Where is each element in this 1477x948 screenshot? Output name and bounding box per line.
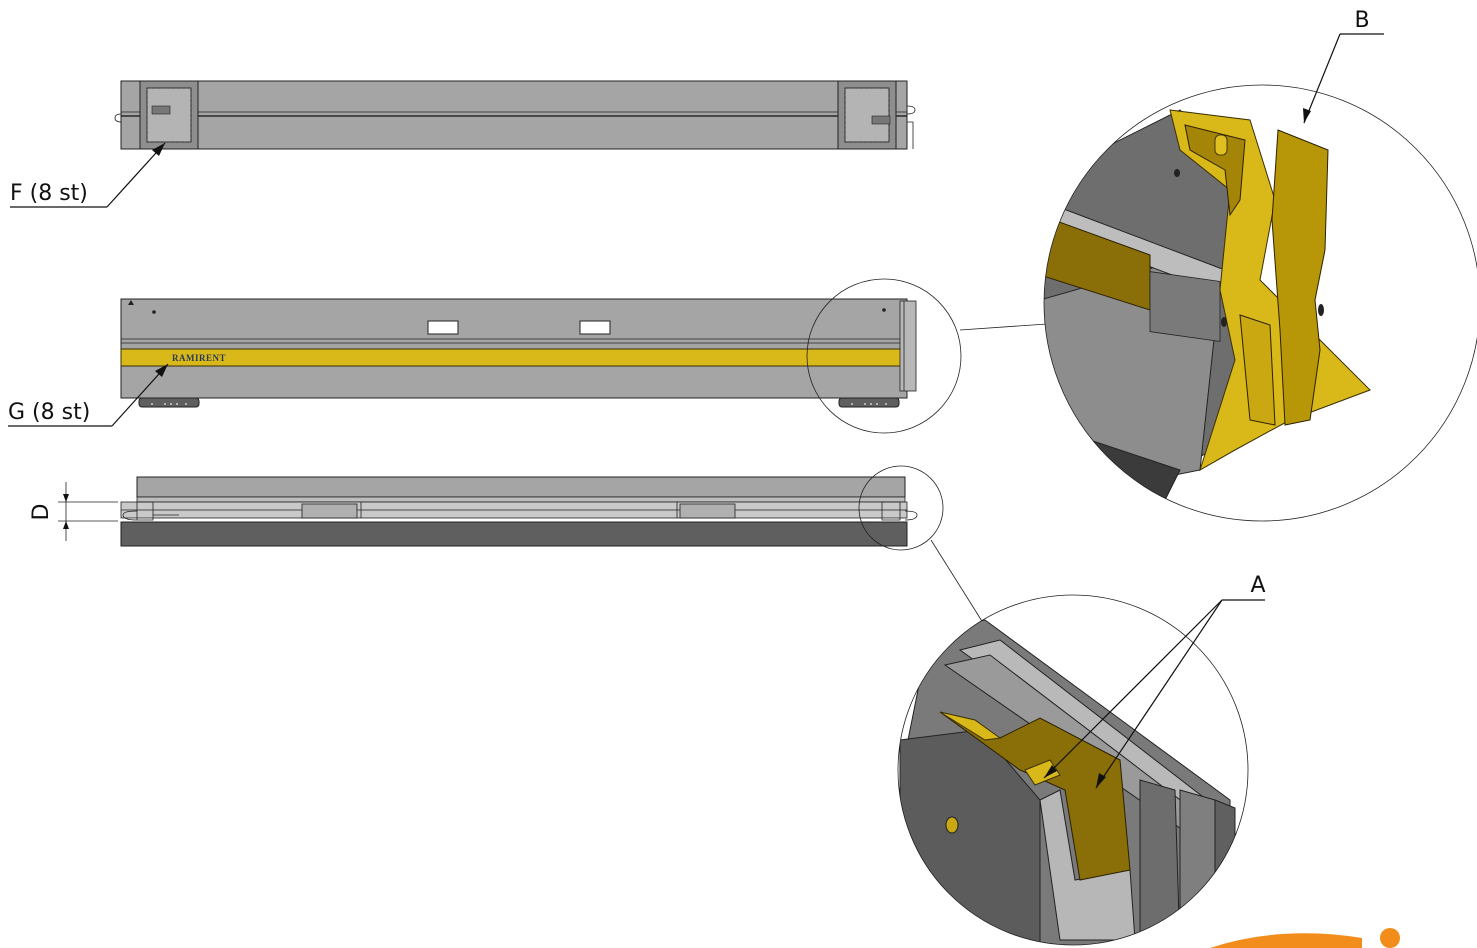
callout-b: B xyxy=(1303,8,1384,124)
callout-g-label: G (8 st) xyxy=(8,400,90,425)
callout-a: A xyxy=(1043,573,1266,789)
callout-f-label: F (8 st) xyxy=(10,181,88,206)
detail-a xyxy=(897,594,1249,946)
top-view xyxy=(114,80,916,150)
detail-a-connector xyxy=(930,539,986,627)
front-view xyxy=(120,465,944,551)
dimension-d: D xyxy=(29,482,118,541)
detail-b xyxy=(1043,84,1477,522)
brand-label: RAMIRENT xyxy=(172,353,226,363)
callout-b-label: B xyxy=(1354,8,1369,33)
callout-a-label: A xyxy=(1250,573,1265,598)
side-view: RAMIRENT xyxy=(120,278,962,434)
dimension-d-label: D xyxy=(29,504,54,521)
callout-f: F (8 st) xyxy=(10,142,166,208)
callout-g: G (8 st) xyxy=(8,363,169,427)
brand-accent-mark xyxy=(1210,928,1400,948)
detail-b-connector xyxy=(959,323,1048,331)
